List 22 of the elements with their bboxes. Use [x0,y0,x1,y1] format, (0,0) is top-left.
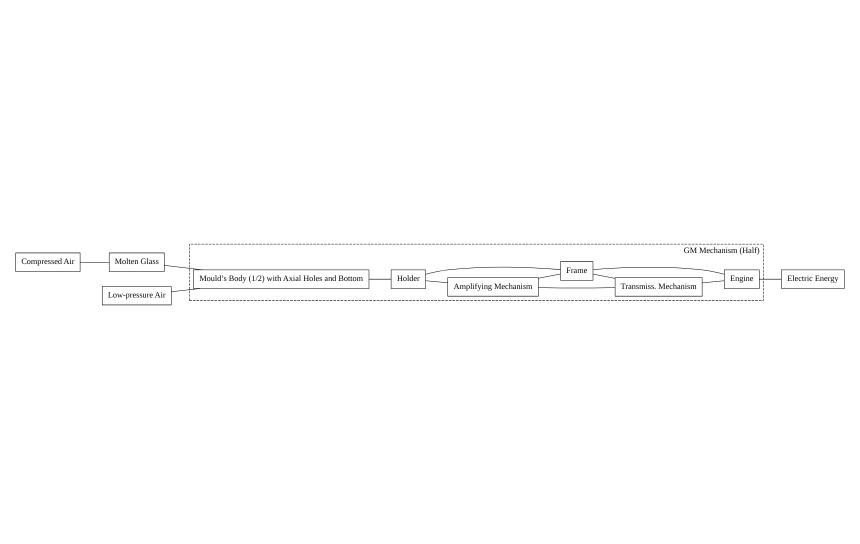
connector [426,266,561,274]
connector [426,280,448,283]
node-box: Mould’s Body (1/2) with Axial Holes and Bottom [193,269,370,288]
node-box: Transmiss. Mechanism [614,276,702,296]
node-box: Frame [560,260,594,280]
node-box: Holder [390,269,426,288]
connector [538,286,616,288]
node-box: Molten Glass [108,252,165,272]
node-box: Electric Energy [781,269,845,288]
connector [759,278,782,279]
node-box: Compressed Air [15,252,80,272]
connector [171,288,200,292]
connector [538,273,561,278]
node-box: Amplifying Mechanism [448,276,539,296]
node-box: Low-pressure Air [102,286,172,305]
connector [164,264,203,270]
node-box: Engine [724,269,760,288]
connector [592,273,616,278]
connector [80,261,110,262]
connector [592,266,724,274]
connector [702,280,724,283]
connector [368,278,392,279]
